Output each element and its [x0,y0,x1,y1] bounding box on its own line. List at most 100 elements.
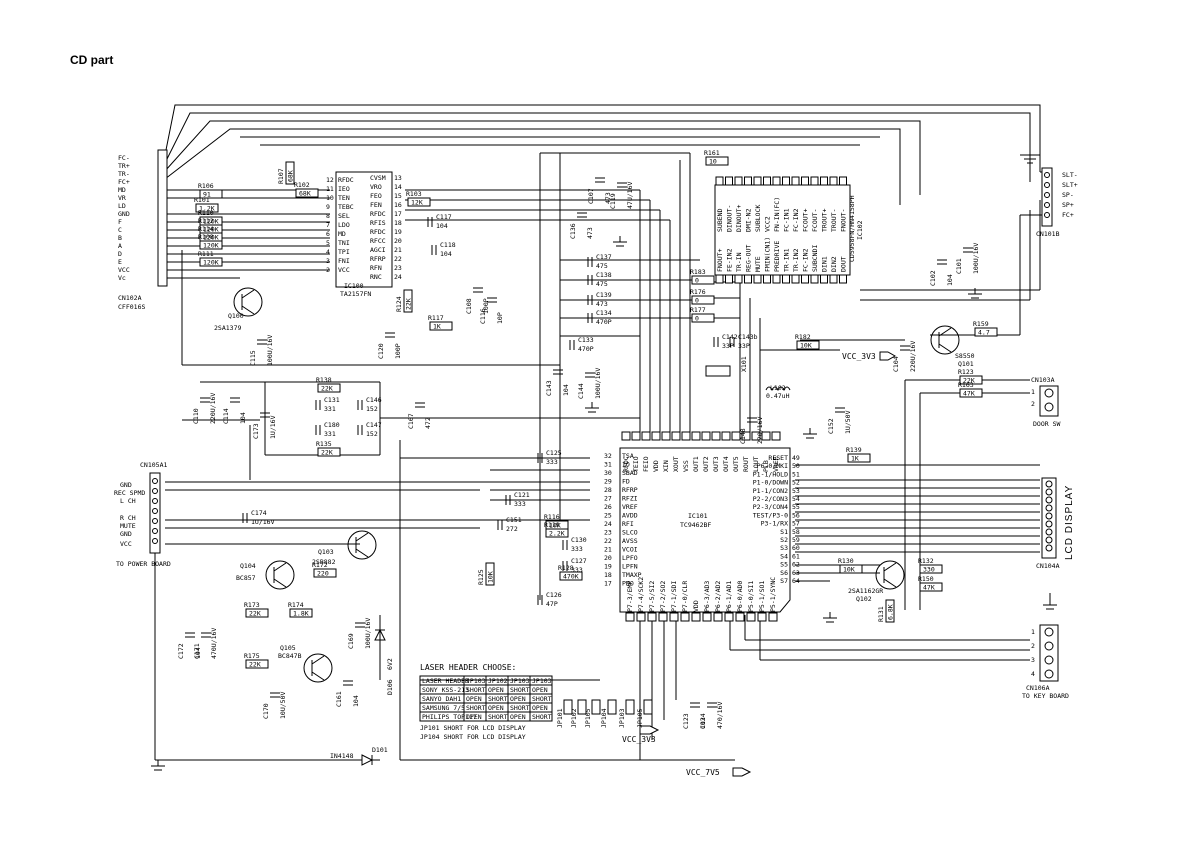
ic101-pin-label: P7-2/SO2 [659,581,667,612]
ic101-pin-number: 17 [604,580,612,588]
capacitor-value: 104 [194,647,202,659]
ic102-part: CD5958FN/HN4158PH [848,195,856,262]
ic100-pin-number: 21 [394,246,402,254]
capacitor-ref: C147 [366,421,382,429]
cn106-pin: 2 [1031,642,1035,650]
laser-note: JP104 SHORT FOR LCD DISPLAY [420,733,526,741]
cn102-pin-label: B [118,234,122,242]
ic100-pin-label: LDO [338,221,350,229]
ic101-pin-label: OUT2 [702,456,710,472]
ic101-pin-pad [658,612,668,622]
ic102-pin-pad [725,274,733,284]
capacitor-ref: C120 [377,343,385,359]
ic101-pin-pad [721,431,731,441]
cn101-pin-label: SP- [1062,191,1074,199]
resistor-value: 10K [487,571,495,583]
q101-part: S8550 [955,352,975,360]
ic102-pin-label: FC-IN1 [783,208,791,232]
laser-table-text: PHILIPS TOP117 [422,713,477,721]
ic100-pin-number: 13 [394,174,402,182]
laser-table-text: OPEN [510,713,526,721]
ic102-pin-pad [820,176,828,186]
capacitor-value: 104 [440,250,452,258]
resistor-value: 10 [709,158,717,166]
laser-table-text: OPEN [466,713,482,721]
capacitor-ref: C170 [262,703,270,719]
capacitor-value: 331 [324,430,336,438]
ic102-pin-pad [715,274,724,284]
ic102-pin-pad [763,274,771,284]
ic101-pin-pad [741,431,751,441]
resistor-ref: R116 [544,513,560,521]
ic102-pin-pad [829,176,838,186]
ic101-pin-pad [671,431,681,441]
connector-cn104a: LCD DISPLAY CN104A [1036,477,1075,570]
d106-part: 6V2 [386,658,394,670]
ic101-pin-number: 56 [792,511,800,519]
diode-d101: D101 IN4148 [330,746,388,766]
ic101-pin-label: S4 [780,552,788,560]
laser-table-text: SHORT [466,704,486,712]
resistor-ref: R102 [294,181,310,189]
ic102-pin-label: FN-IN(FC) [773,197,781,232]
ic102-pin-pad [763,176,771,186]
resistor-value: 120K [203,259,219,267]
ic101-pin-number: 54 [792,495,800,503]
resistor-value: 4.7 [978,329,990,337]
capacitor-ref: C121 [514,491,530,499]
ic102-pin-pad [810,274,819,284]
ic101-pin-label: TEIO [632,456,640,472]
ic100-pin-number: 14 [394,183,402,191]
resistor-ref: R119 [544,521,560,529]
cn102-pin-label: LD [118,202,126,210]
ic100: RFDC12IEO11TEN10TEBC9SEL8LDO7MD6TNI5TPI4… [326,171,402,298]
capacitor-ref: C117 [436,213,452,221]
ic101-pin-number: 24 [604,520,612,528]
capacitor-ref: C161 [335,691,343,707]
ic102-pin-pad [839,274,847,284]
ic101-pin-label: P1-1/HOLD [753,470,788,478]
resistor-value: 10K [843,566,855,574]
ic101-pin-label: P5-1/SO1 [758,581,766,612]
capacitor-value: 104 [239,412,247,424]
jumper-label: JP104 [600,708,608,728]
ic102-pin-pad [782,274,790,284]
ic101-pin-label: P1-1/CON2 [753,487,788,495]
resistor-value: 68K [287,170,295,182]
ic101-pin-pad [641,431,651,441]
ic101-pin-number: 55 [792,503,800,511]
capacitor-value: 220U/16V [909,341,917,372]
ic100-pin-number: 15 [394,192,402,200]
jumper-pad [643,699,653,715]
resistor-value: 12K [411,199,423,207]
ic101-pin-pad [647,612,657,622]
ic101-pin-label: P7-0/CLR [681,581,689,612]
q103-ref: Q103 [318,548,334,556]
cn102-pin-label: F [118,218,122,226]
ic101-pin-number: 31 [604,461,612,469]
ic101-pin-number: 53 [792,487,800,495]
ic102-pin-label: DMI-N2 [745,208,753,232]
capacitor-ref: C104 [892,356,900,372]
ic100-pin-label: FNI [338,257,350,265]
resistor-ref: R161 [704,149,720,157]
cn102-ref: CN102A [118,294,142,302]
capacitor-ref: C131 [324,396,340,404]
ic100-pin-number: 11 [326,185,334,193]
capacitor-ref: C173 [252,423,260,439]
ic102-pin-label: SUBEND [716,208,724,232]
ic101-pin-label: TSA [622,452,634,460]
jumper-label: JP102 [570,708,578,728]
ic100-pin-label: FEO [370,192,382,200]
